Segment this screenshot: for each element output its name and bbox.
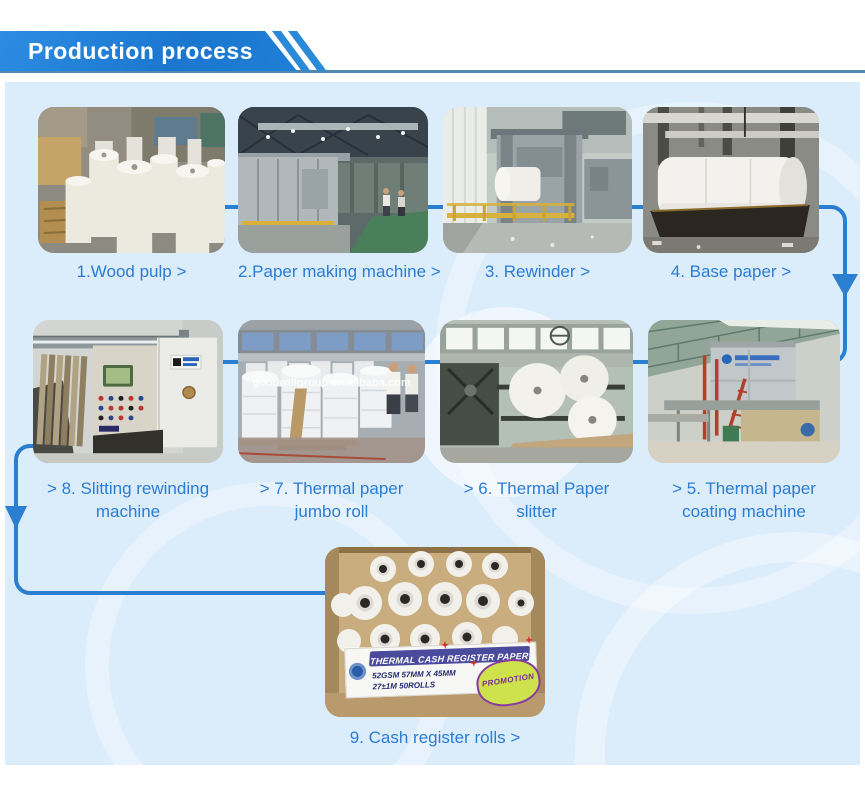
caption-step-2: 2.Paper making machine >: [238, 262, 441, 281]
slitting-machine-illustration: [33, 320, 223, 463]
caption-step-8-line2: machine: [95, 502, 161, 521]
paper-machine-illustration: [238, 107, 428, 253]
caption-step-6-line1: > 6. Thermal Paper: [463, 479, 610, 498]
photo-base-paper: [643, 107, 819, 253]
coating-machine-illustration: [648, 320, 840, 463]
photo-paper-making-machine: [238, 107, 428, 253]
photo-thermal-paper-jumbo-roll: goodwillgroup.en.alibaba.com: [238, 320, 425, 463]
caption-step-9: 9. Cash register rolls >: [349, 728, 521, 747]
caption-step-4: 4. Base paper >: [670, 262, 792, 281]
label-spec-line: 27±1M 50ROLLS: [372, 680, 436, 692]
title-banner: Production process: [0, 31, 297, 71]
wood-pulp-illustration: [38, 107, 225, 253]
caption-step-6: > 6. Thermal Paper slitter: [430, 477, 643, 523]
caption-step-5: > 5. Thermal paper coating machine: [638, 477, 850, 523]
product-label: THERMAL CASH REGISTER PAPER 52GSM 57MM X…: [344, 642, 544, 711]
page-title: Production process: [28, 38, 253, 64]
brand-logo-icon: [348, 662, 367, 681]
photo-thermal-paper-coating-machine: [648, 320, 840, 463]
photo-slitting-rewinding-machine: [33, 320, 223, 463]
caption-step-7-line1: > 7. Thermal paper: [259, 479, 404, 498]
background-swirl-decoration: [575, 532, 860, 765]
photo-cash-register-rolls: THERMAL CASH REGISTER PAPER 52GSM 57MM X…: [325, 547, 545, 717]
promo-text: PROMOTION: [481, 671, 535, 689]
slitter-illustration: [440, 320, 633, 463]
jumbo-roll-illustration: [238, 320, 425, 463]
photo-wood-pulp: [38, 107, 225, 253]
caption-step-7-line2: jumbo roll: [294, 502, 369, 521]
photo-thermal-paper-slitter: [440, 320, 633, 463]
caption-step-3: 3. Rewinder >: [484, 262, 591, 281]
photo-watermark-text: goodwillgroup.en.alibaba.com: [252, 377, 411, 390]
caption-step-7: > 7. Thermal paper jumbo roll: [233, 477, 430, 523]
caption-step-5-line2: coating machine: [682, 502, 806, 521]
header-underline: [0, 70, 865, 73]
caption-step-6-line2: slitter: [516, 502, 557, 521]
caption-step-5-line1: > 5. Thermal paper: [672, 479, 816, 498]
rewinder-illustration: [443, 107, 632, 253]
process-flow-area: goodwillgroup.en.alibaba.com: [5, 82, 860, 765]
caption-step-1: 1.Wood pulp >: [76, 262, 187, 281]
caption-step-8-line1: > 8. Slitting rewinding: [46, 479, 210, 498]
caption-step-8: > 8. Slitting rewinding machine: [23, 477, 233, 523]
photo-rewinder: [443, 107, 632, 253]
label-specs: 52GSM 57MM X 45MM 27±1M 50ROLLS: [372, 667, 456, 692]
base-paper-illustration: [643, 107, 819, 253]
arrow-down-icon: [832, 274, 858, 297]
